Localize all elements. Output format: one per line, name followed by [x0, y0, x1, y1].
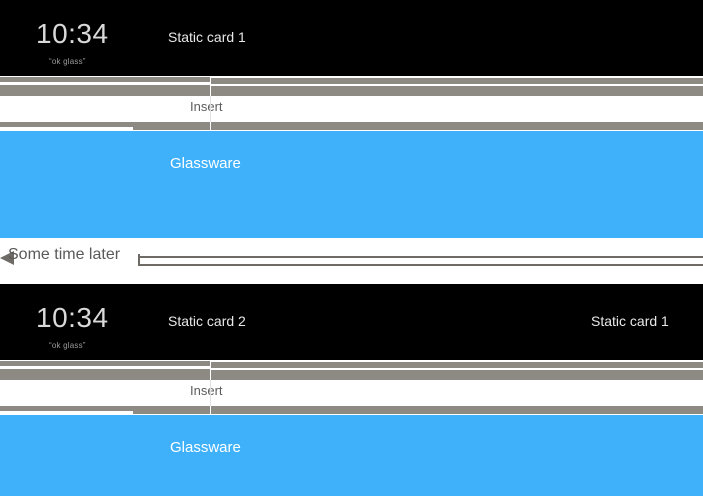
glass-clock-after: 10:34: [36, 302, 109, 333]
glassware-band-before: Glassware: [0, 131, 703, 238]
hairline2-right-before: [210, 84, 703, 86]
separator-left-before: [0, 76, 210, 96]
band-seam2-before: [210, 122, 211, 132]
glassware-band-after: Glassware: [0, 415, 703, 496]
timeline-rule-tick: [138, 254, 140, 266]
gray-band3-right-before: [210, 122, 703, 130]
gray-band-right-after: [210, 362, 703, 368]
gray-band2-right-before: [210, 86, 703, 96]
separator-group-before: [0, 76, 703, 96]
gray-band3-left-after: [0, 406, 133, 411]
gray-band-right-before: [210, 78, 703, 84]
some-time-later-divider: Some time later: [0, 246, 703, 272]
some-time-later-label: Some time later: [8, 246, 121, 263]
separator-left-after: [0, 360, 210, 380]
separator-group2-after: [0, 406, 703, 416]
ok-glass-hint-before: “ok glass”: [49, 57, 86, 66]
insert-label-before: Insert: [190, 99, 223, 114]
hairline-right-after: [210, 360, 703, 362]
glassware-label-before: Glassware: [170, 155, 241, 172]
insert-row-before: Insert: [0, 96, 703, 122]
separator-group2-before: [0, 122, 703, 132]
glass-timeline-band-before: 10:34 “ok glass” Static card 1: [0, 0, 703, 76]
hairline-left-before: [0, 82, 210, 85]
ok-glass-hint-after: “ok glass”: [49, 341, 86, 350]
gray-band3-mid-after: [133, 406, 210, 414]
hairline2-right-after: [210, 368, 703, 370]
insert-seam-before: [210, 96, 211, 122]
glass-clock-before: 10:34: [36, 18, 109, 49]
gray-band-left-before: [0, 77, 210, 82]
separator-right-after: [210, 360, 703, 380]
timeline-card-static-card-1-after: Static card 1: [591, 313, 669, 329]
insert-row-after: Insert: [0, 380, 703, 406]
separator-right-before: [210, 76, 703, 96]
glass-timeline-band-after: 10:34 “ok glass” Static card 2 Static ca…: [0, 284, 703, 360]
gray-band-left-after: [0, 361, 210, 366]
timeline-card-static-card-1-before: Static card 1: [168, 29, 246, 45]
timeline-rule-upper: [138, 256, 703, 258]
timeline-card-static-card-2-after: Static card 2: [168, 313, 246, 329]
gray-band2-left-before: [0, 85, 210, 96]
gray-band3-right-after: [210, 406, 703, 414]
left-arrow-icon: [0, 251, 14, 265]
insert-label-after: Insert: [190, 383, 223, 398]
hairline-left-after: [0, 366, 210, 369]
band-seam2-after: [210, 406, 211, 416]
timeline-rule-lower: [140, 264, 703, 266]
gray-band2-left-after: [0, 369, 210, 380]
gray-band3-left-before: [0, 122, 133, 127]
band-seam-before: [210, 76, 211, 96]
gray-band3-mid-before: [133, 122, 210, 130]
insert-seam-after: [210, 380, 211, 406]
separator-group-after: [0, 360, 703, 380]
glassware-label-after: Glassware: [170, 439, 241, 456]
gray-band2-right-after: [210, 370, 703, 380]
band-seam-after: [210, 360, 211, 380]
hairline-right-before: [210, 76, 703, 78]
